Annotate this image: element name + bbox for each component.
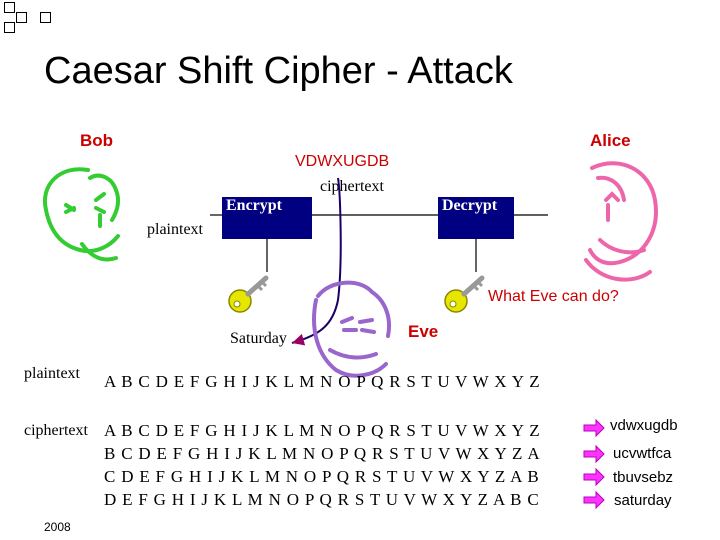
footer-year: 2008 (44, 520, 71, 534)
eve-face-icon (312, 280, 391, 378)
table-ciphertext-label: ciphertext (24, 422, 88, 439)
table-plaintext-label: plaintext (24, 365, 80, 382)
arrow-icon (583, 418, 605, 510)
plaintext-alphabet-row: A B C D E F G H I J K L M N O P Q R S T … (104, 372, 541, 391)
ciphertext-value: VDWXUGDB (295, 153, 390, 170)
cipher-row-shift-1: B C D E F G H I J K L M N O P Q R S T U … (104, 444, 541, 463)
bob-face-icon (42, 167, 121, 262)
cipher-row-shift-0: A B C D E F G H I J K L M N O P Q R S T … (104, 421, 541, 440)
eve-label: Eve (408, 322, 439, 341)
decrypt-box: Decrypt (438, 197, 514, 239)
plaintext-label: plaintext (147, 221, 203, 238)
decryption-result-0: vdwxugdb (610, 417, 678, 434)
alice-face-icon (584, 161, 658, 282)
key-icon (444, 275, 485, 313)
decryption-result-1: ucvwtfca (613, 445, 672, 462)
cipher-row-shift-3: D E F G H I J K L M N O P Q R S T U V W … (104, 490, 540, 509)
bob-label: Bob (80, 131, 114, 150)
encrypt-box: Encrypt (222, 197, 312, 239)
key-icon (228, 275, 269, 313)
cipher-row-shift-2: C D E F G H I J K L M N O P Q R S T U V … (104, 467, 540, 486)
slide-title: Caesar Shift Cipher - Attack (44, 50, 513, 92)
eve-question: What Eve can do? (488, 288, 619, 305)
ciphertext-label: ciphertext (320, 178, 384, 195)
key-label: Saturday (230, 330, 287, 347)
alice-label: Alice (590, 131, 631, 150)
decryption-result-2: tbuvsebz (613, 469, 674, 486)
decryption-result-3: saturday (614, 492, 672, 509)
